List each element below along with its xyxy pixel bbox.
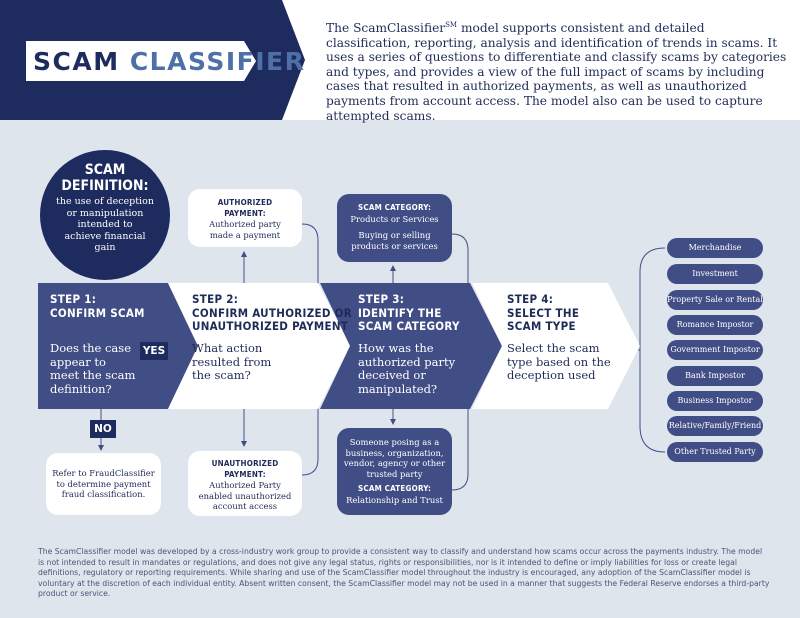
scam-definition-title-1: SCAM	[84, 162, 126, 178]
step-3-question-line: authorized party	[358, 354, 456, 369]
step-4-question-line: Select the scam	[507, 341, 600, 355]
step-3-question-line: manipulated?	[358, 381, 438, 396]
unauthorized-line: account access	[212, 501, 278, 511]
step-2-title: STEP 2: CONFIRM AUTHORIZED OR UNAUTHORIZ…	[192, 292, 353, 334]
step-2-title-line: CONFIRM AUTHORIZED OR	[192, 305, 353, 320]
scam-definition-line: achieve financial	[64, 230, 146, 242]
step-3-question-line: deceived or	[358, 368, 426, 382]
category-relationship-subtitle: Relationship and Trust	[346, 494, 443, 505]
step-3-title-line: SCAM CATEGORY	[358, 319, 460, 333]
logo-part1: SCAM	[33, 47, 120, 76]
footer-disclaimer: The ScamClassifier model was developed b…	[38, 547, 770, 599]
fraudclassifier-box: Refer to FraudClassifier to determine pa…	[46, 453, 161, 515]
scam-definition-title-2: DEFINITION:	[61, 178, 149, 194]
scam-type-relative: Relative/Family/Friend	[667, 416, 763, 436]
no-tag: NO	[90, 420, 116, 438]
unauthorized-title-1: UNAUTHORIZED	[211, 459, 279, 468]
scam-type-investment: Investment	[667, 264, 763, 284]
step-3-title-line: IDENTIFY THE	[358, 305, 442, 320]
step-3-chevron	[320, 283, 502, 409]
yes-tag: YES	[140, 342, 168, 360]
step-3-question-line: How was the	[358, 341, 434, 355]
step-2-question-line: resulted from	[192, 354, 272, 369]
authorized-title-2: PAYMENT:	[224, 208, 266, 218]
step-2-question: What action resulted from the scam?	[192, 341, 272, 383]
category-relationship-box: Someone posing as a business, organizati…	[337, 428, 452, 515]
authorized-line: made a payment	[209, 229, 281, 240]
step-4-title-line: SELECT THE	[507, 305, 580, 320]
step-1-question-line: meet the scam	[50, 368, 136, 382]
scam-definition-line: the use of deception	[56, 196, 154, 207]
category-relationship-line: trusted party	[366, 468, 423, 479]
step-1-question-line: Does the case	[50, 341, 131, 355]
category-relationship-title: SCAM CATEGORY:	[357, 484, 432, 493]
step-1-title-line: CONFIRM SCAM	[50, 305, 145, 320]
scam-type-property: Property Sale or Rental	[667, 290, 763, 310]
header: SCAM CLASSIFIER The ScamClassifierSM mod…	[0, 0, 800, 123]
step-1-question-line: appear to	[50, 354, 106, 369]
step-1-title-line: STEP 1:	[50, 292, 97, 306]
step-2-title-line: STEP 2:	[192, 292, 239, 306]
step-1-title: STEP 1: CONFIRM SCAM	[50, 292, 145, 320]
authorized-payment-box: AUTHORIZED PAYMENT: Authorized party mad…	[188, 189, 302, 247]
fraudclassifier-line: to determine payment	[56, 478, 151, 489]
step-3-title: STEP 3: IDENTIFY THE SCAM CATEGORY	[358, 292, 460, 334]
scam-definition-line: or manipulation	[66, 207, 144, 219]
category-relationship-line: business, organization,	[345, 447, 444, 458]
category-products-line: Buying or selling	[358, 230, 431, 240]
types-bracket	[639, 247, 666, 453]
unauthorized-payment-box: UNAUTHORIZED PAYMENT: Authorized Party e…	[188, 451, 302, 516]
category-products-line: products or services	[351, 240, 438, 251]
step-4-title: STEP 4: SELECT THE SCAM TYPE	[507, 292, 580, 334]
authorized-line: Authorized party	[209, 219, 281, 229]
scam-definition-line: intended to	[77, 219, 133, 230]
logo-box	[26, 41, 256, 81]
scam-type-other-trusted: Other Trusted Party	[667, 442, 763, 462]
logo: SCAM CLASSIFIER	[33, 47, 305, 76]
fraudclassifier-line: Refer to FraudClassifier	[52, 468, 155, 478]
scam-type-government: Government Impostor	[667, 340, 763, 360]
intro-text: model supports consistent and detailed c…	[326, 21, 787, 123]
step-1-question: Does the case appear to meet the scam de…	[50, 341, 136, 396]
scam-type-bank: Bank Impostor	[667, 366, 763, 386]
unauthorized-title-2: PAYMENT:	[224, 469, 266, 479]
category-products-subtitle: Products or Services	[350, 213, 439, 224]
step-3-question: How was the authorized party deceived or…	[358, 341, 456, 396]
authorized-title-1: AUTHORIZED	[217, 198, 273, 207]
scam-type-business: Business Impostor	[667, 391, 763, 411]
step-4-question-line: type based on the	[507, 354, 611, 369]
category-relationship-line: Someone posing as a	[349, 437, 440, 447]
scam-type-romance: Romance Impostor	[667, 315, 763, 335]
fraudclassifier-line: fraud classification.	[61, 489, 146, 499]
scam-definition-line: gain	[94, 242, 116, 253]
scam-type-merchandise: Merchandise	[667, 238, 763, 258]
step-4-title-line: SCAM TYPE	[507, 319, 576, 333]
steps-band: STEP 1: CONFIRM SCAM Does the case appea…	[0, 283, 640, 409]
category-relationship-line: vendor, agency or other	[343, 458, 446, 468]
step-4-question-line: deception used	[507, 368, 596, 382]
unauthorized-line: enabled unauthorized	[198, 490, 292, 501]
category-products-box: SCAM CATEGORY: Products or Services Buyi…	[337, 194, 452, 262]
intro-paragraph: The ScamClassifierSM model supports cons…	[326, 18, 788, 123]
intro-brand: The ScamClassifier	[326, 21, 446, 36]
step-4-title-line: STEP 4:	[507, 292, 554, 306]
scam-definition: SCAM DEFINITION: the use of deception or…	[40, 150, 170, 280]
step-2-question-line: What action	[192, 341, 263, 355]
step-3-title-line: STEP 3:	[358, 292, 405, 306]
step-2-question-line: the scam?	[192, 368, 251, 382]
category-products-title: SCAM CATEGORY:	[357, 203, 432, 212]
service-mark: SM	[445, 21, 458, 29]
step-4-question: Select the scam type based on the decept…	[507, 341, 611, 383]
step-1-question-line: definition?	[50, 381, 112, 396]
step-1-chevron	[38, 283, 198, 409]
step-2-chevron	[168, 283, 350, 409]
unauthorized-line: Authorized Party	[209, 480, 281, 490]
step-2-title-line: UNAUTHORIZED PAYMENT	[192, 319, 349, 333]
logo-part2: CLASSIFIER	[129, 47, 306, 76]
